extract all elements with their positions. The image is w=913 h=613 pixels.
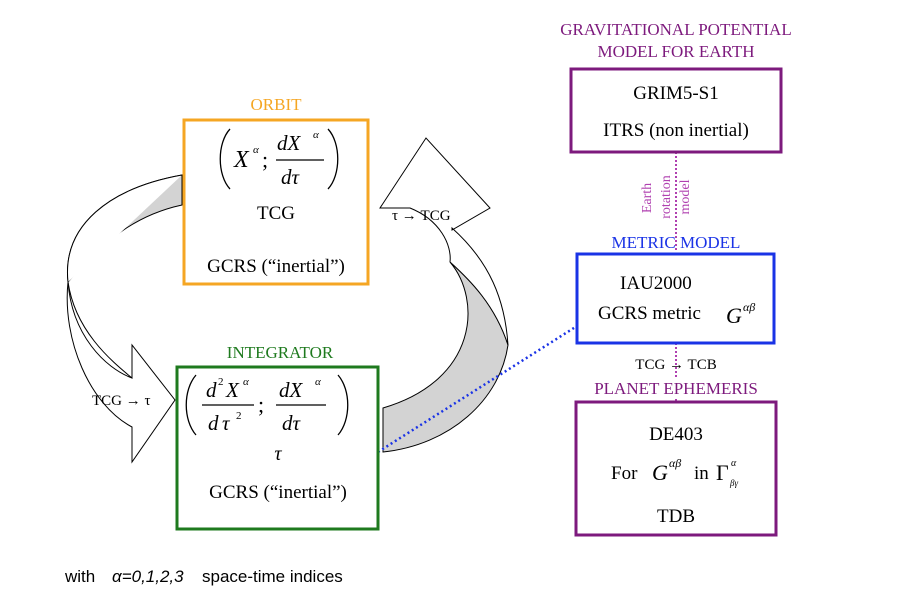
tcg-to-tau-label: TCG → τ bbox=[92, 393, 151, 409]
metric-box bbox=[575, 252, 776, 345]
metric-title: METRIC MODEL bbox=[612, 233, 741, 252]
ephemeris-gamma-subscript: βγ bbox=[729, 478, 738, 488]
tau-to-tcg-label: τ → TCG bbox=[392, 208, 451, 224]
integrator-den-d: d bbox=[208, 411, 219, 435]
earth-rotation-word-3: model bbox=[678, 179, 693, 214]
orbit-state-alpha: α bbox=[253, 144, 259, 156]
metric-g-superscript: αβ bbox=[743, 300, 755, 314]
orbit-left-paren bbox=[219, 128, 231, 190]
tcg-to-tcb-label: TCG → TCB bbox=[635, 357, 716, 373]
ephemeris-gamma-symbol: Γ bbox=[716, 460, 729, 485]
integrator-dx: dX bbox=[279, 378, 304, 402]
earth-rotation-word-1: Earth bbox=[640, 183, 655, 213]
metric-label: GCRS metric bbox=[598, 303, 701, 324]
integrator-block: INTEGRATOR d 2 X α d τ 2 ; dX α dτ τ GCR… bbox=[175, 343, 380, 531]
orbit-right-paren bbox=[327, 128, 339, 190]
curved-arrow-left-face bbox=[67, 281, 133, 379]
earth-model-frame: ITRS (non inertial) bbox=[603, 120, 749, 141]
earth-model-title-line1: GRAVITATIONAL POTENTIAL bbox=[560, 20, 791, 39]
ephemeris-g-superscript: αβ bbox=[669, 456, 681, 470]
integrator-num-sq: 2 bbox=[218, 376, 224, 388]
orbit-frame: GCRS (“inertial”) bbox=[207, 256, 345, 277]
integrator-frame: GCRS (“inertial”) bbox=[209, 482, 347, 503]
ephemeris-time: TDB bbox=[657, 506, 695, 527]
integrator-sep: ; bbox=[258, 392, 264, 417]
ephemeris-model-name: DE403 bbox=[649, 424, 703, 445]
integrator-den-tau: τ bbox=[222, 411, 231, 435]
footnote: with α=0,1,2,3 space-time indices bbox=[64, 567, 343, 586]
ephemeris-title: PLANET EPHEMERIS bbox=[594, 379, 758, 398]
orbit-state-dx: dX bbox=[277, 131, 302, 155]
metric-model-name: IAU2000 bbox=[620, 273, 692, 294]
earth-model-block: GRAVITATIONAL POTENTIAL MODEL FOR EARTH … bbox=[560, 20, 792, 154]
ephemeris-title-mask bbox=[588, 379, 764, 397]
integrator-dx-alpha: α bbox=[315, 376, 321, 388]
integrator-den-sq: 2 bbox=[236, 410, 242, 422]
orbit-state-sep: ; bbox=[262, 147, 268, 172]
integrator-time: τ bbox=[274, 443, 282, 465]
orbit-title: ORBIT bbox=[251, 95, 303, 114]
orbit-block: ORBIT X α ; dX α dτ TCG GCRS (“inertial”… bbox=[182, 95, 370, 286]
footnote-suffix: space-time indices bbox=[202, 567, 343, 586]
orbit-state-dtau: dτ bbox=[281, 165, 301, 189]
metric-to-integrator-link bbox=[377, 324, 578, 454]
earth-model-title-line2: MODEL FOR EARTH bbox=[597, 42, 754, 61]
integrator-box bbox=[175, 365, 380, 531]
integrator-num-d: d bbox=[206, 378, 217, 402]
ephemeris-g-symbol: G bbox=[652, 460, 668, 485]
curved-arrow-left-body bbox=[66, 174, 183, 464]
earth-rotation-word-2: rotation bbox=[659, 175, 674, 219]
footnote-prefix: with bbox=[64, 567, 95, 586]
integrator-num-alpha: α bbox=[243, 376, 249, 388]
integrator-title: INTEGRATOR bbox=[227, 343, 334, 362]
integrator-dtau: dτ bbox=[282, 411, 302, 435]
orbit-state-dx-alpha: α bbox=[313, 129, 319, 141]
ephemeris-gamma-superscript: α bbox=[731, 458, 737, 469]
earth-rotation-label: Earth rotation model bbox=[640, 175, 693, 219]
earth-model-name: GRIM5-S1 bbox=[633, 83, 719, 104]
integrator-num-x: X bbox=[225, 378, 240, 402]
ephemeris-in-word: in bbox=[694, 463, 709, 484]
ephemeris-block: PLANET EPHEMERIS DE403 For G αβ in Γ α β… bbox=[574, 379, 778, 537]
curved-arrow-left bbox=[66, 174, 183, 464]
orbit-time: TCG bbox=[257, 203, 295, 224]
ephemeris-box bbox=[574, 400, 778, 537]
integrator-left-paren bbox=[185, 374, 197, 436]
footnote-alpha-values: α=0,1,2,3 bbox=[112, 567, 184, 586]
curved-arrow-right-body bbox=[379, 137, 509, 346]
metric-block: METRIC MODEL IAU2000 GCRS metric G αβ bbox=[575, 233, 776, 345]
earth-model-box bbox=[569, 67, 783, 154]
metric-g-symbol: G bbox=[726, 303, 742, 328]
curved-arrow-right bbox=[379, 137, 509, 453]
orbit-state-x: X bbox=[233, 147, 250, 173]
ephemeris-for-word: For bbox=[611, 463, 638, 484]
integrator-right-paren bbox=[337, 374, 349, 436]
